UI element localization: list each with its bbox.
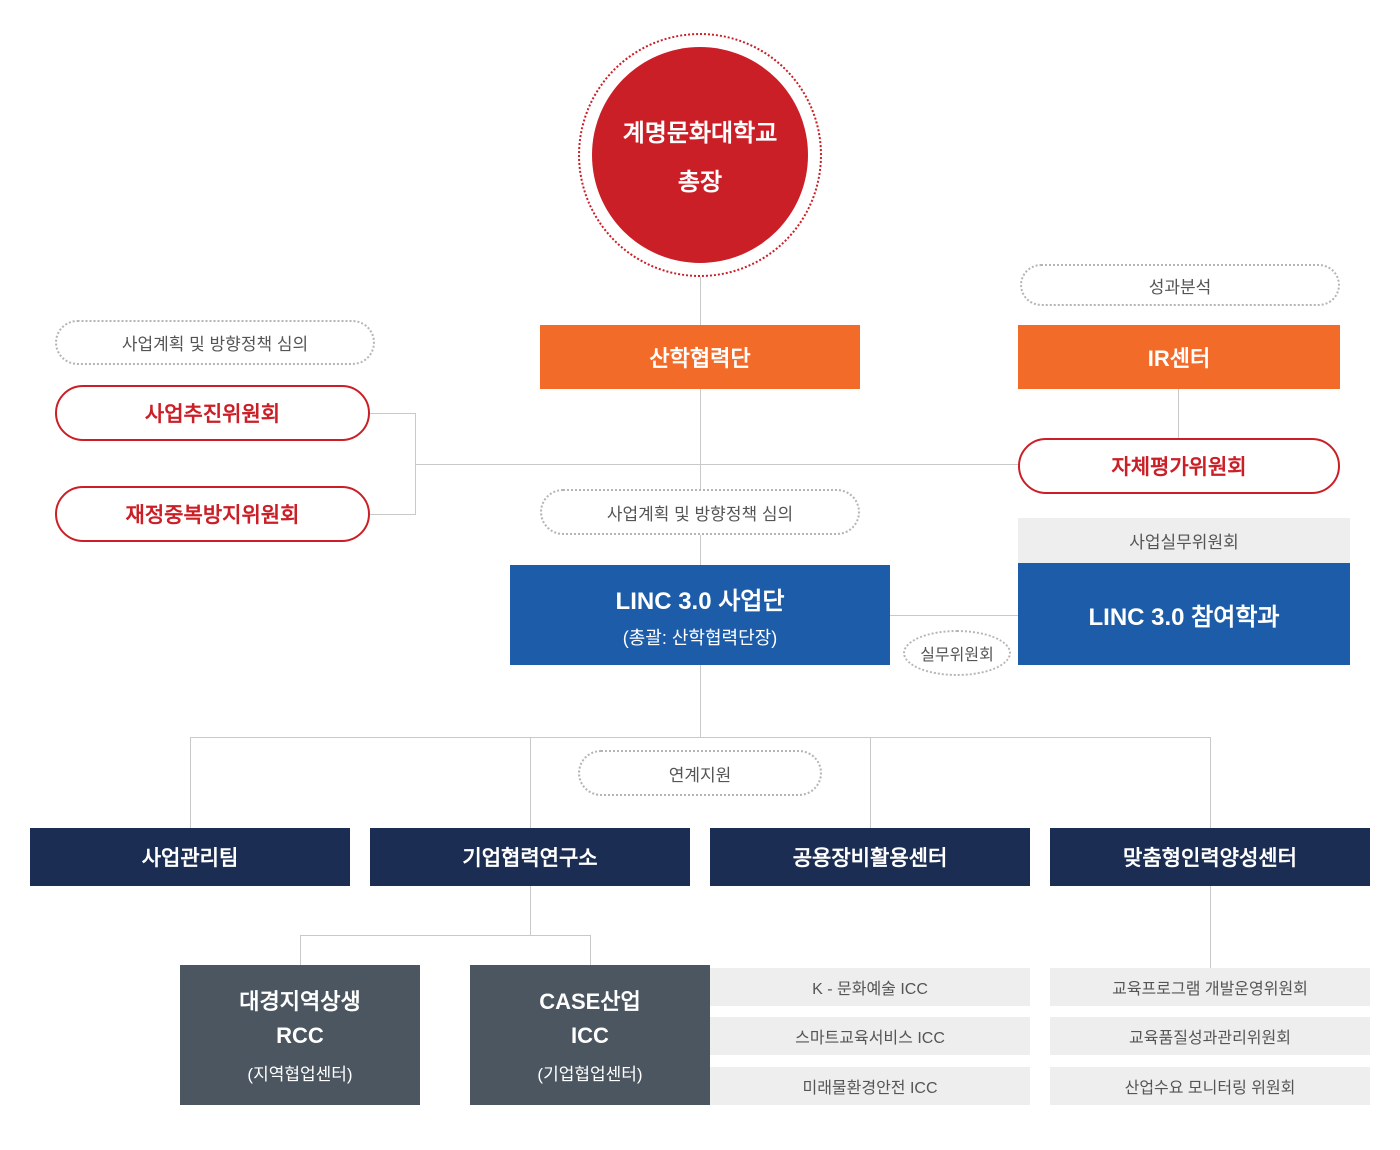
linkage-support-label: 연계지원 (668, 765, 732, 785)
committee-list-item-quality: 교육품질성과관리위원회 (1050, 1017, 1370, 1055)
icc-list-item-label: 미래물환경안전 ICC (802, 1080, 938, 1097)
business-working-committee-bar: 사업실무위원회 (1018, 518, 1350, 563)
connector-line (890, 615, 1018, 616)
working-committee-oval: 실무위원회 (903, 630, 1011, 676)
promotion-committee-label: 사업추진위원회 (144, 403, 281, 426)
case-icc-line2: ICC (571, 1023, 609, 1048)
icc-list-item-smart-education: 스마트교육서비스 ICC (710, 1017, 1030, 1055)
linc-departments-box: LINC 3.0 참여학과 (1018, 563, 1350, 665)
icc-list-item-label: K - 문화예술 ICC (812, 981, 928, 998)
president-university-label: 계명문화대학교 (622, 120, 778, 147)
performance-analysis-oval: 성과분석 (1020, 264, 1340, 306)
team-business-management: 사업관리팀 (30, 828, 350, 886)
rcc-line2: RCC (276, 1023, 324, 1048)
linkage-support-oval: 연계지원 (578, 750, 822, 796)
team-shared-equipment: 공용장비활용센터 (710, 828, 1030, 886)
connector-line (190, 737, 1211, 738)
rcc-line1: 대경지역상생 (239, 989, 361, 1014)
linc-division-title: LINC 3.0 사업단 (615, 587, 785, 615)
plan-review-left-label: 사업계획 및 방향정책 심의 (121, 335, 309, 354)
committee-list-item-program-dev: 교육프로그램 개발운영위원회 (1050, 968, 1370, 1006)
iacf-box: 산학협력단 (540, 325, 860, 389)
self-evaluation-committee-pill: 자체평가위원회 (1018, 438, 1340, 494)
connector-line (530, 886, 531, 936)
promotion-committee-pill: 사업추진위원회 (55, 385, 370, 441)
connector-line (370, 413, 416, 414)
connector-line (300, 935, 591, 936)
business-working-committee-label: 사업실무위원회 (1129, 533, 1239, 552)
team-corporate-research: 기업협력연구소 (370, 828, 690, 886)
team-corporate-research-label: 기업협력연구소 (462, 847, 598, 870)
connector-line (300, 935, 301, 966)
plan-review-center-oval: 사업계획 및 방향정책 심의 (540, 489, 860, 535)
president-circle: 계명문화대학교 총장 (592, 47, 808, 263)
connector-line (700, 665, 701, 738)
case-icc-box: CASE산업 ICC (기업협업센터) (470, 965, 710, 1105)
finance-committee-label: 재정중복방지위원회 (125, 504, 300, 527)
icc-list-item-label: 스마트교육서비스 ICC (795, 1030, 945, 1047)
icc-list-item-future-environment: 미래물환경안전 ICC (710, 1067, 1030, 1105)
self-evaluation-committee-label: 자체평가위원회 (1111, 456, 1247, 479)
connector-line (700, 277, 701, 325)
rcc-line3: (지역협업센터) (247, 1065, 353, 1084)
finance-committee-pill: 재정중복방지위원회 (55, 486, 370, 542)
committee-list-item-label: 교육품질성과관리위원회 (1129, 1030, 1291, 1047)
case-icc-line3: (기업협업센터) (537, 1065, 643, 1084)
working-committee-label: 실무위원회 (920, 647, 994, 664)
committee-list-item-demand-monitoring: 산업수요 모니터링 위원회 (1050, 1067, 1370, 1105)
committee-list-item-label: 산업수요 모니터링 위원회 (1124, 1080, 1296, 1097)
connector-line (700, 389, 701, 566)
connector-line (1210, 737, 1211, 828)
connector-line (415, 464, 1019, 465)
linc-departments-label: LINC 3.0 참여학과 (1088, 603, 1280, 631)
iacf-label: 산학협력단 (649, 346, 751, 371)
connector-line (190, 737, 191, 828)
president-node: 계명문화대학교 총장 (578, 33, 822, 277)
connector-line (1210, 886, 1211, 968)
rcc-box: 대경지역상생 RCC (지역협업센터) (180, 965, 420, 1105)
connector-line (870, 737, 871, 828)
ir-center-box: IR센터 (1018, 325, 1340, 389)
icc-list-item-k-culture: K - 문화예술 ICC (710, 968, 1030, 1006)
linc-division-box: LINC 3.0 사업단 (총괄: 산학협력단장) (510, 565, 890, 665)
connector-line (590, 935, 591, 966)
team-business-management-label: 사업관리팀 (141, 847, 239, 870)
connector-line (1178, 389, 1179, 439)
linc-division-subtitle: (총괄: 산학협력단장) (622, 627, 778, 648)
team-shared-equipment-label: 공용장비활용센터 (792, 847, 948, 870)
team-talent-training: 맞춤형인력양성센터 (1050, 828, 1370, 886)
connector-line (530, 737, 531, 828)
team-talent-training-label: 맞춤형인력양성센터 (1123, 847, 1297, 870)
plan-review-left-oval: 사업계획 및 방향정책 심의 (55, 320, 375, 365)
plan-review-center-label: 사업계획 및 방향정책 심의 (606, 504, 794, 524)
committee-list-item-label: 교육프로그램 개발운영위원회 (1112, 981, 1308, 998)
case-icc-line1: CASE산업 (539, 989, 641, 1014)
performance-analysis-label: 성과분석 (1148, 277, 1212, 297)
connector-line (370, 514, 416, 515)
president-title-label: 총장 (677, 169, 723, 196)
ir-center-label: IR센터 (1147, 346, 1211, 371)
